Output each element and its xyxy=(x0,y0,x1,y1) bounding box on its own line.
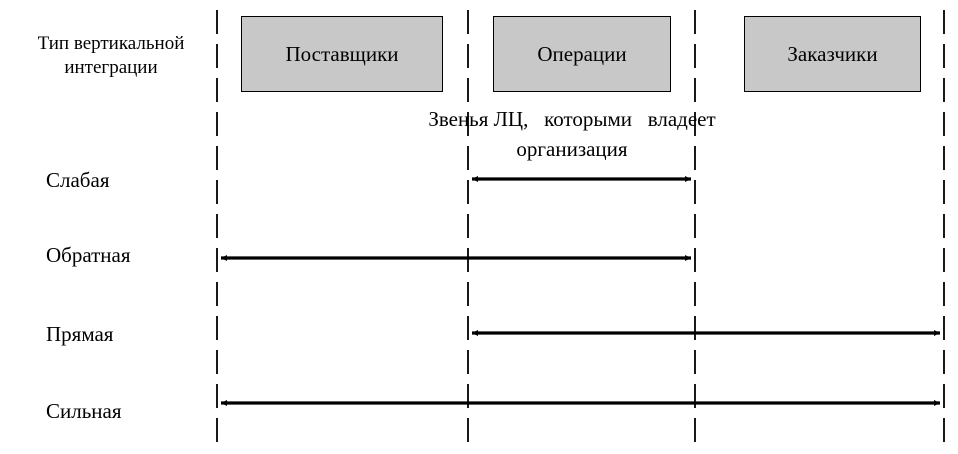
integration-type-header: Тип вертикальной интеграции xyxy=(8,32,214,80)
owned-links-note: Звенья ЛЦ, которыми владеет организация xyxy=(382,104,762,164)
suppliers-label: Поставщики xyxy=(285,41,399,66)
operations-label: Операции xyxy=(537,41,627,66)
operations-box: Операции xyxy=(493,16,671,92)
integration-type-header-line1: Тип вертикальной xyxy=(37,33,185,54)
customers-box: Заказчики xyxy=(744,16,921,92)
row-label-weak: Слабая xyxy=(46,168,110,192)
customers-label: Заказчики xyxy=(787,41,878,66)
owned-links-note-line1: Звенья ЛЦ, которыми владеет xyxy=(428,107,716,131)
owned-links-note-line2: организация xyxy=(516,137,628,161)
integration-type-header-line2: интеграции xyxy=(64,57,158,78)
row-label-forward: Прямая xyxy=(46,322,114,346)
row-label-backward: Обратная xyxy=(46,243,131,267)
row-label-strong: Сильная xyxy=(46,399,122,423)
suppliers-box: Поставщики xyxy=(241,16,443,92)
